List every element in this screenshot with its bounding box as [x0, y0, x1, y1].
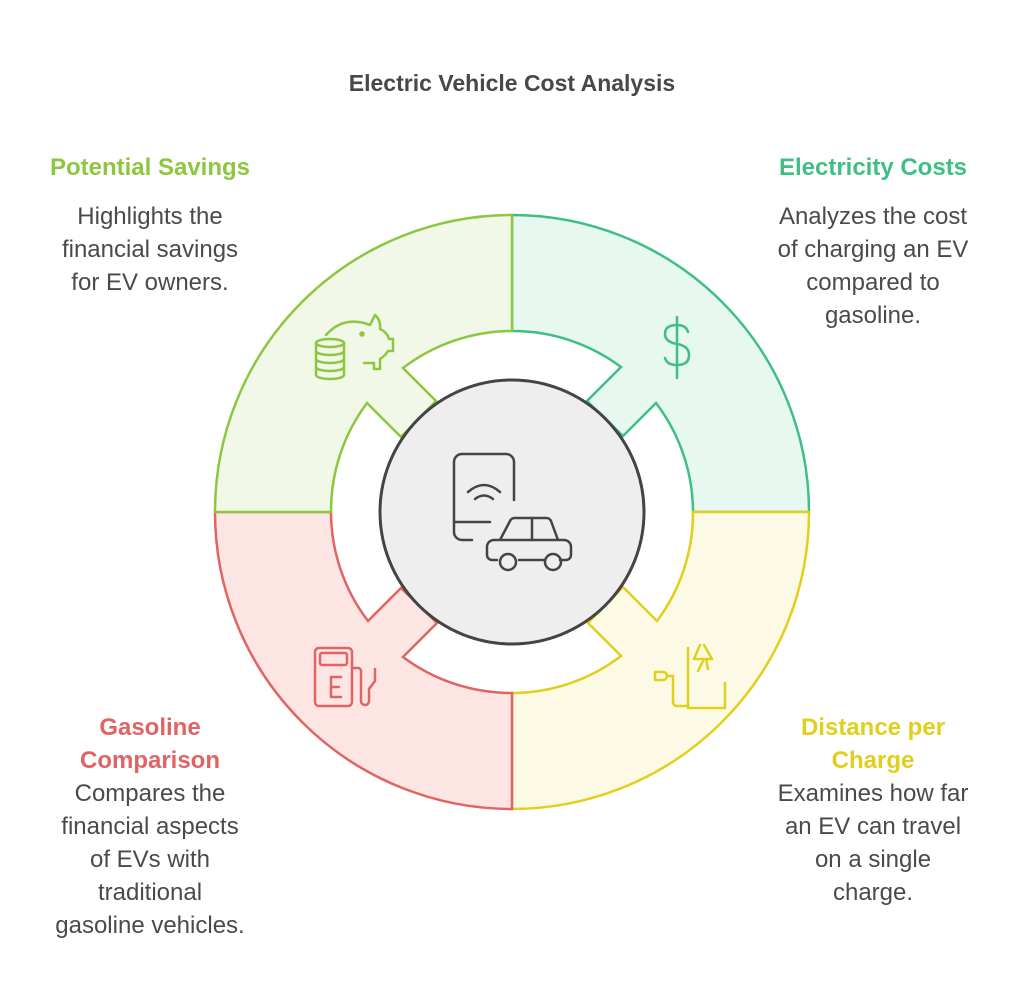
- gasoline-comparison-title: Gasoline: [99, 714, 201, 741]
- distance-per-charge-block: Distance per Charge Examines how far an …: [723, 711, 1023, 909]
- potential-savings-desc: for EV owners.: [71, 269, 229, 296]
- gasoline-comparison-desc: financial aspects: [61, 813, 239, 840]
- potential-savings-desc: financial savings: [61, 236, 239, 263]
- distance-per-charge-desc: Examines how far: [777, 780, 969, 807]
- ev-charging-car-icon: [452, 452, 573, 572]
- distance-per-charge-title: Charge: [831, 747, 915, 774]
- diagram-title: Electric Vehicle Cost Analysis: [348, 70, 676, 96]
- potential-savings-desc: Highlights the: [77, 203, 223, 230]
- ev-charger-icon: [653, 643, 727, 710]
- potential-savings-block: Potential Savings Highlights the financi…: [0, 151, 300, 299]
- piggy-bank-coins-icon: [314, 313, 395, 381]
- distance-per-charge-desc: charge.: [832, 879, 914, 906]
- electricity-costs-desc: Analyzes the cost: [778, 203, 968, 230]
- electricity-costs-desc: of charging an EV: [777, 236, 969, 263]
- potential-savings-title: Potential Savings: [49, 154, 251, 181]
- electricity-costs-desc: gasoline.: [824, 302, 922, 329]
- gasoline-comparison-desc: of EVs with: [89, 846, 211, 873]
- gasoline-comparison-desc: gasoline vehicles.: [55, 912, 245, 939]
- electricity-costs-block: Electricity Costs Analyzes the cost of c…: [723, 151, 1023, 332]
- electricity-costs-desc: compared to: [806, 269, 940, 296]
- gasoline-comparison-title: Comparison: [79, 747, 220, 774]
- dollar-icon: [663, 315, 691, 380]
- distance-per-charge-title: Distance per: [800, 714, 946, 741]
- gasoline-comparison-block: Gasoline Comparison Compares the financi…: [0, 711, 300, 942]
- gasoline-comparison-desc: traditional: [97, 879, 203, 906]
- gasoline-comparison-desc: Compares the: [74, 780, 226, 807]
- center-circle: [378, 378, 646, 646]
- electricity-costs-title: Electricity Costs: [778, 154, 968, 181]
- distance-per-charge-desc: on a single: [814, 846, 932, 873]
- fuel-pump-icon: [313, 646, 377, 708]
- distance-per-charge-desc: an EV can travel: [784, 813, 962, 840]
